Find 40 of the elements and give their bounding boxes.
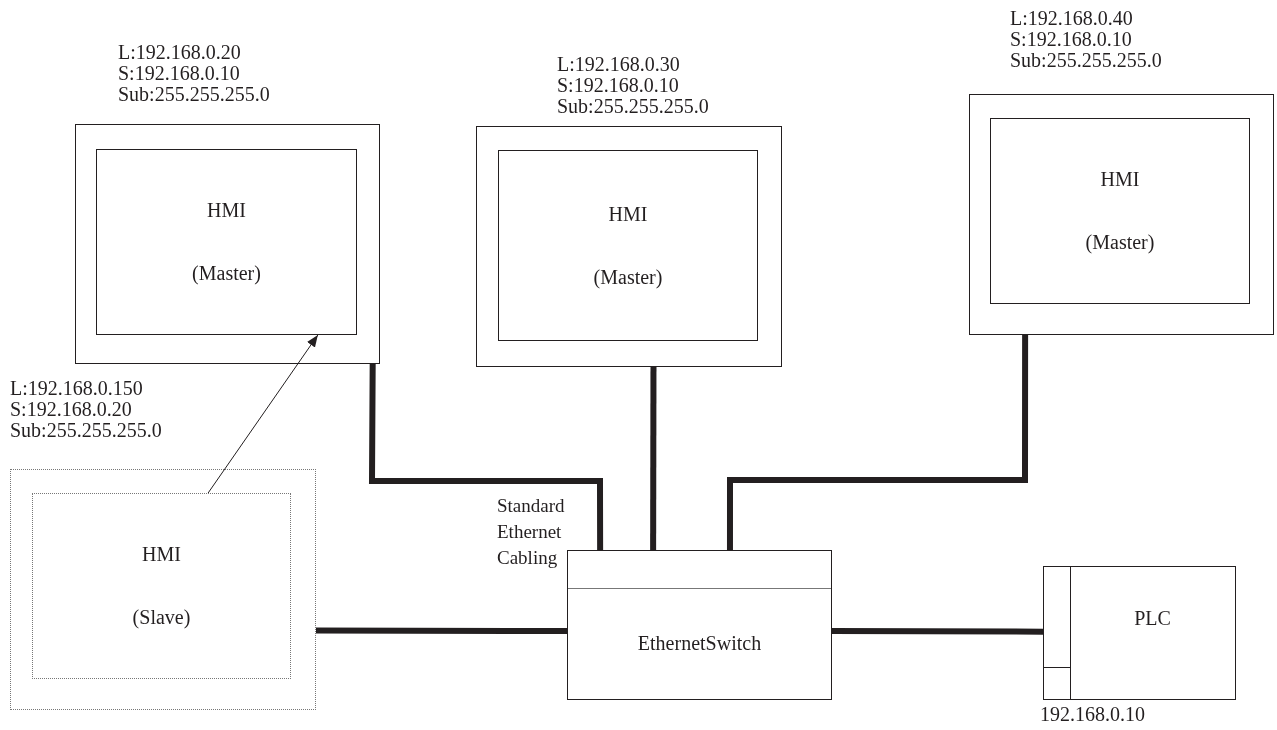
address-label: S:192.168.0.20	[10, 399, 133, 420]
ethernet-cable	[316, 627, 567, 634]
device-label: EthernetSwitch	[637, 631, 762, 656]
address-label: S:192.168.0.10	[557, 75, 680, 96]
address-label: S:192.168.0.10	[118, 63, 241, 84]
address-label: Sub:255.255.255.0	[1010, 50, 1162, 71]
address-label: L:192.168.0.150	[10, 378, 144, 399]
address-label: L:192.168.0.30	[557, 54, 681, 75]
device-frame	[476, 126, 782, 367]
device-role: (Master)	[593, 264, 663, 290]
arrow	[207, 334, 319, 494]
ethernet-cable	[832, 628, 1043, 635]
screen-box	[32, 493, 291, 679]
cable-label: Standard Ethernet Cabling	[497, 494, 563, 570]
ethernet-cable	[650, 367, 657, 550]
device-name: HMI	[608, 201, 648, 227]
device-role: (Master)	[1085, 230, 1155, 255]
device-frame	[75, 124, 380, 364]
screen-box	[498, 150, 758, 341]
address-label: L:192.168.0.40	[1010, 8, 1134, 29]
plc-box	[1043, 566, 1236, 700]
device-frame	[969, 94, 1274, 335]
device-frame	[10, 469, 316, 710]
address-label: Sub:255.255.255.0	[10, 420, 162, 441]
address-label: 192.168.0.10	[1040, 704, 1145, 725]
screen-box	[990, 118, 1250, 304]
ethernet-cable	[369, 363, 604, 550]
device-label: PLC	[1134, 605, 1171, 631]
device-role: (Master)	[192, 261, 261, 286]
screen-box	[96, 149, 357, 335]
switch-box	[567, 550, 832, 700]
device-name: HMI	[1100, 167, 1140, 192]
device-role: (Slave)	[132, 605, 191, 630]
address-label: Sub:255.255.255.0	[118, 84, 270, 105]
address-label: S:192.168.0.10	[1010, 29, 1133, 50]
device-name: HMI	[207, 198, 246, 223]
ethernet-cable	[727, 335, 1029, 550]
address-label: L:192.168.0.20	[118, 42, 242, 63]
device-name: HMI	[142, 542, 181, 567]
address-label: Sub:255.255.255.0	[557, 96, 709, 117]
